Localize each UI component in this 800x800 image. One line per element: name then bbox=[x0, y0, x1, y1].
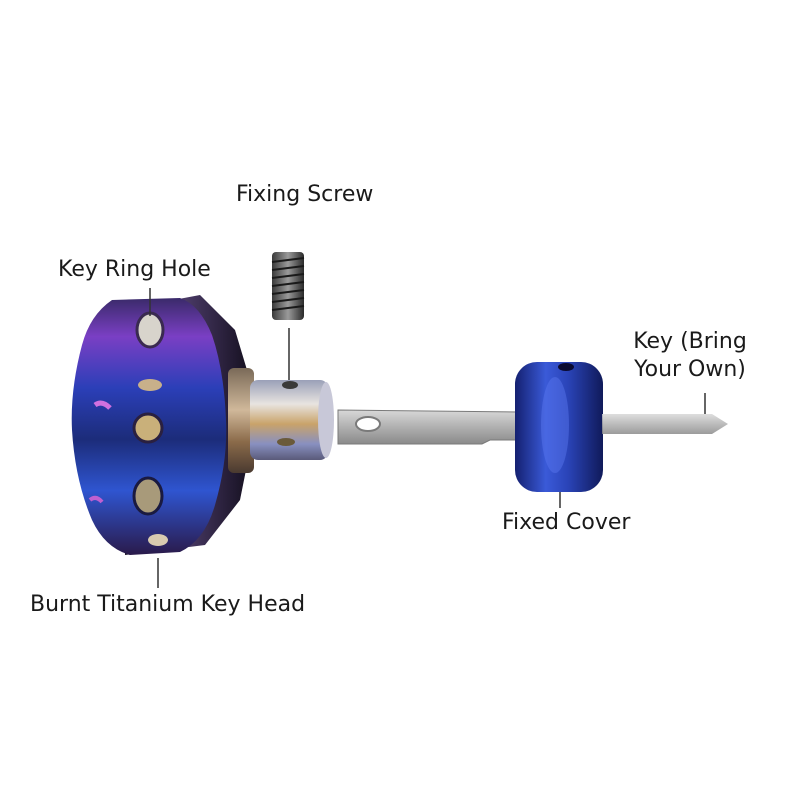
collar-side-hole bbox=[277, 438, 295, 446]
collar bbox=[250, 380, 334, 460]
head-hole-lower bbox=[132, 476, 164, 516]
label-fixed-cover: Fixed Cover bbox=[502, 510, 631, 535]
label-fixing-screw: Fixing Screw bbox=[236, 182, 374, 207]
label-key-ring-hole: Key Ring Hole bbox=[58, 257, 211, 282]
head-hole-upper bbox=[138, 379, 162, 391]
collar-end bbox=[318, 382, 334, 458]
fixed-cover-part bbox=[515, 362, 603, 492]
head-hole-center bbox=[132, 412, 164, 444]
fixing-screw bbox=[271, 252, 305, 320]
collar-body bbox=[250, 380, 328, 460]
key-ring-hole bbox=[135, 311, 165, 349]
user-key-blade bbox=[602, 414, 728, 434]
fixed-cover-body bbox=[515, 362, 603, 492]
head-highlight-bottom bbox=[88, 495, 104, 504]
fixed-cover-top-hole bbox=[558, 363, 574, 371]
label-key-bring-your-own: Key (Bring Your Own) bbox=[633, 329, 747, 382]
fixed-cover-highlight bbox=[541, 377, 569, 473]
key-head bbox=[71, 295, 250, 555]
collar-screw-hole bbox=[282, 381, 298, 389]
head-highlight-left bbox=[93, 400, 112, 410]
head-hole-bottom bbox=[148, 534, 168, 546]
key-head-neck bbox=[228, 368, 254, 473]
fixing-screw-thread bbox=[271, 257, 305, 311]
key-blank bbox=[337, 409, 521, 445]
label-burnt-titanium-key-head: Burnt Titanium Key Head bbox=[30, 592, 306, 617]
key-blank-hole bbox=[355, 416, 381, 432]
